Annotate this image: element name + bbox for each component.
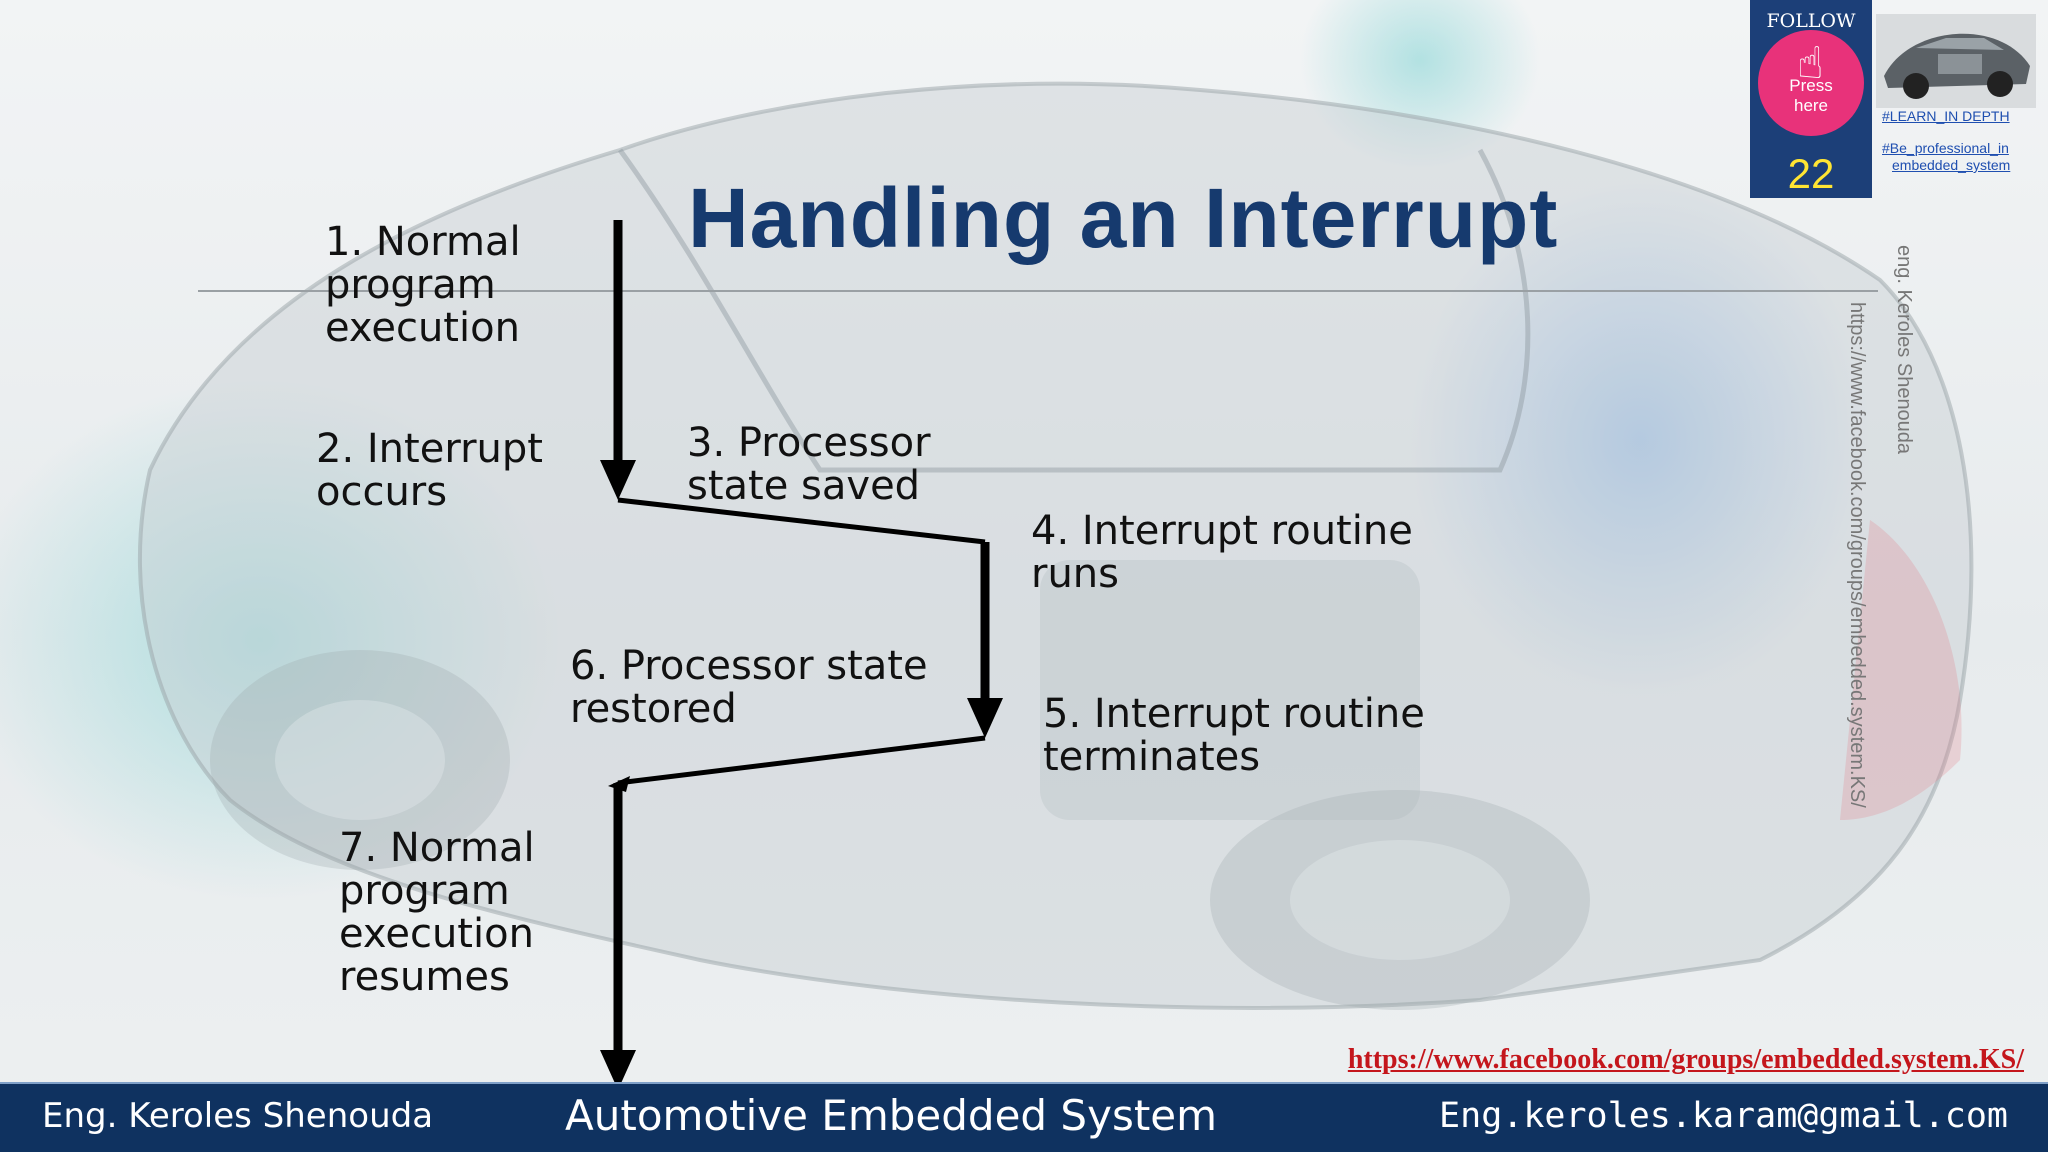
pointing-hand-icon: ☝ [1797,38,1824,89]
flow-arrowhead-interrupt [600,460,636,500]
slide-number: 22 [1787,150,1835,197]
flow-arrowhead-end [600,1050,636,1090]
facebook-group-link[interactable]: https://www.facebook.com/groups/embedded… [1347,1044,2024,1075]
footer-author: Eng. Keroles Shenouda [42,1096,434,1136]
step-processor-state-saved: 3. Processor state saved [687,420,931,509]
step-interrupt-occurs: 2. Interrupt occurs [316,426,543,515]
vertical-author-watermark: eng. Keroles Shenouda [1893,245,1915,455]
tag-be-professional[interactable]: #Be_professional_in [1882,140,2009,156]
step-normal-execution-resumes: 7. Normal program execution resumes [339,825,535,1000]
footer-divider [0,1082,2048,1084]
vertical-url-watermark: https://www.facebook.com/groups/embedded… [1846,302,1868,808]
flow-line-state-restored [617,735,986,786]
step-processor-state-restored: 6. Processor state restored [570,643,928,732]
step-interrupt-routine-terminates: 5. Interrupt routine terminates [1043,691,1425,780]
follow-us-button[interactable]: FOLLOW US ☝ Press here 22 [1750,0,1872,198]
flow-line-state-saved [617,497,986,545]
title-divider [198,290,1878,292]
press-here-circle[interactable]: ☝ Press here [1758,30,1864,136]
flow-arrowhead-routine-terminates [967,698,1003,738]
tag-learn-in-depth[interactable]: #LEARN_IN DEPTH [1882,108,2010,124]
footer-bar: Eng. Keroles Shenouda Automotive Embedde… [0,1084,2048,1152]
step-interrupt-routine-runs: 4. Interrupt routine runs [1031,508,1413,597]
car-thumbnail-image [1876,14,2036,108]
footer-email: Eng.keroles.karam@gmail.com [1439,1096,2008,1136]
tag-embedded-system[interactable]: embedded_system [1892,157,2011,173]
footer-course-title: Automotive Embedded System [565,1091,1218,1140]
press-here-label: Press here [1789,76,1833,115]
step-normal-execution: 1. Normal program execution [325,219,521,351]
slide-title: Handling an Interrupt [688,171,1559,265]
